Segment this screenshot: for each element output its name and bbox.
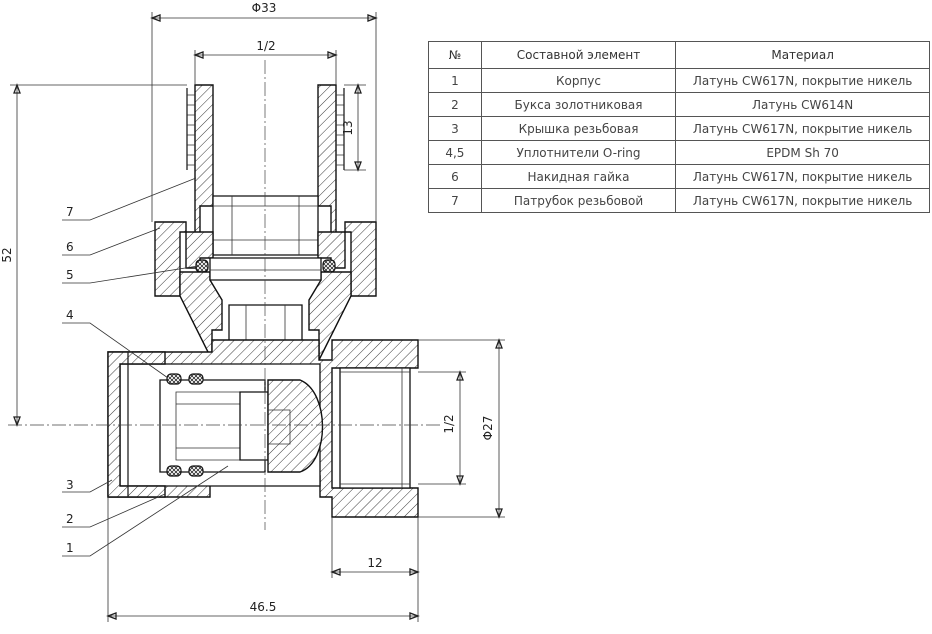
table-row: 2 Букса золотниковая Латунь CW614N <box>428 92 930 117</box>
cell-material: Латунь CW614N <box>675 92 930 117</box>
callout-7: 7 <box>66 205 74 219</box>
dim-top-thread: 1/2 <box>256 39 275 53</box>
header-number: № <box>428 41 482 69</box>
callout-3: 3 <box>66 478 74 492</box>
dim-side-length: 12 <box>367 556 382 570</box>
cell-number: 4,5 <box>428 140 482 165</box>
cell-material: EPDM Sh 70 <box>675 140 930 165</box>
spool-cartridge <box>159 379 324 473</box>
union-nipple <box>185 84 346 269</box>
table-row: 6 Накидная гайка Латунь CW617N, покрытие… <box>428 164 930 189</box>
cell-component: Патрубок резьбовой <box>480 188 677 213</box>
dimension-lines <box>10 12 505 622</box>
header-material: Материал <box>675 41 930 69</box>
callout-2: 2 <box>66 512 74 526</box>
threaded-cap <box>107 351 166 498</box>
cell-number: 7 <box>428 188 482 213</box>
dim-side-diameter: Φ27 <box>481 416 495 441</box>
components-table: № Составной элемент Материал 1 Корпус Ла… <box>428 41 930 213</box>
cell-material: Латунь CW617N, покрытие никель <box>675 68 930 93</box>
dimension-labels: Φ33 1/2 13 52 1/2 Φ27 12 46.5 <box>0 1 495 614</box>
cell-material: Латунь CW617N, покрытие никель <box>675 188 930 213</box>
table-row: 3 Крышка резьбовая Латунь CW617N, покрыт… <box>428 116 930 141</box>
callout-labels: 7 6 5 4 3 2 1 <box>66 205 74 555</box>
table-row: 4,5 Уплотнители O-ring EPDM Sh 70 <box>428 140 930 165</box>
cell-component: Уплотнители O-ring <box>480 140 677 165</box>
center-lines <box>8 60 440 530</box>
cell-material: Латунь CW617N, покрытие никель <box>675 164 930 189</box>
cell-number: 6 <box>428 164 482 189</box>
cell-number: 3 <box>428 116 482 141</box>
dim-height: 52 <box>0 247 14 262</box>
dim-total-length: 46.5 <box>250 600 277 614</box>
side-orings <box>166 373 204 477</box>
cell-material: Латунь CW617N, покрытие никель <box>675 116 930 141</box>
union-nut <box>154 221 377 297</box>
table-row: 7 Патрубок резьбовой Латунь CW617N, покр… <box>428 188 930 213</box>
callout-5: 5 <box>66 268 74 282</box>
cell-number: 2 <box>428 92 482 117</box>
dim-thread-length: 13 <box>341 120 355 135</box>
table-header-row: № Составной элемент Материал <box>428 41 930 69</box>
cell-component: Накидная гайка <box>480 164 677 189</box>
callout-6: 6 <box>66 240 74 254</box>
cell-number: 1 <box>428 68 482 93</box>
cell-component: Букса золотниковая <box>480 92 677 117</box>
callout-4: 4 <box>66 308 74 322</box>
dim-top-diameter: Φ33 <box>252 1 277 15</box>
dim-side-thread: 1/2 <box>442 414 456 433</box>
callout-leaders <box>62 177 229 557</box>
cell-component: Крышка резьбовая <box>480 116 677 141</box>
header-component: Составной элемент <box>480 41 677 69</box>
cell-component: Корпус <box>480 68 677 93</box>
callout-1: 1 <box>66 541 74 555</box>
table-row: 1 Корпус Латунь CW617N, покрытие никель <box>428 68 930 93</box>
